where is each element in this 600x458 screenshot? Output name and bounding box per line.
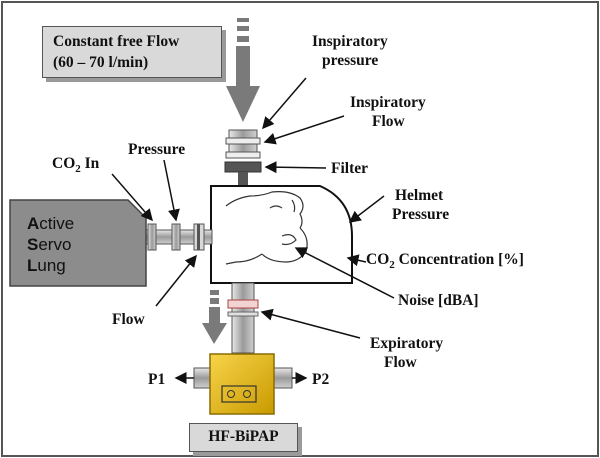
pointer-co2-concentration [346, 254, 367, 267]
pointer-noise [294, 247, 395, 299]
label-co2-in: CO2 In [52, 155, 100, 176]
pointer-filter [264, 161, 327, 174]
label-co2-concentration: CO2 Concentration [%] [366, 251, 524, 272]
asl-label: Active Servo Lung [27, 214, 75, 275]
pointer-flow [155, 254, 197, 307]
asl-box [9, 199, 147, 287]
label-pressure: Pressure [128, 141, 186, 158]
label-inspiratory-flow: Inspiratory Flow [350, 94, 426, 130]
label-helmet-pressure: Helmet Pressure [392, 187, 450, 223]
label-p1: P1 [148, 371, 166, 388]
expiratory-arrow [202, 290, 227, 344]
pointer-pressure [163, 159, 180, 222]
bipap-label-box: HF-BiPAP [189, 423, 298, 452]
label-inspiratory-pressure: Inspiratory pressure [312, 33, 388, 69]
constant-flow-line2: (60 – 70 l/min) [53, 54, 149, 71]
label-noise: Noise [dBA] [398, 292, 479, 309]
constant-flow-line1: Constant free Flow [53, 33, 180, 50]
pointer-helmet-pressure [348, 195, 385, 223]
filter-stem [238, 172, 248, 186]
inspiratory-flow-sensor [225, 129, 261, 159]
pointer-inspiratory-flow [263, 115, 345, 145]
label-expiratory-flow: Expiratory Flow [370, 335, 444, 371]
patient-head [225, 191, 308, 265]
bipap-valve [193, 353, 293, 415]
pointer-co2-in [111, 173, 153, 222]
label-p2: P2 [312, 371, 330, 388]
expiratory-tube [227, 282, 259, 354]
label-filter: Filter [331, 160, 369, 177]
helmet [210, 185, 353, 284]
label-flow: Flow [112, 311, 145, 328]
filter-block [224, 161, 262, 173]
constant-flow-arrow [226, 18, 260, 122]
constant-flow-box: Constant free Flow (60 – 70 l/min) [42, 26, 222, 78]
pointer-inspiratory-pressure [262, 77, 307, 130]
pointer-expiratory-flow [260, 308, 361, 339]
inlet-tube [137, 223, 213, 251]
